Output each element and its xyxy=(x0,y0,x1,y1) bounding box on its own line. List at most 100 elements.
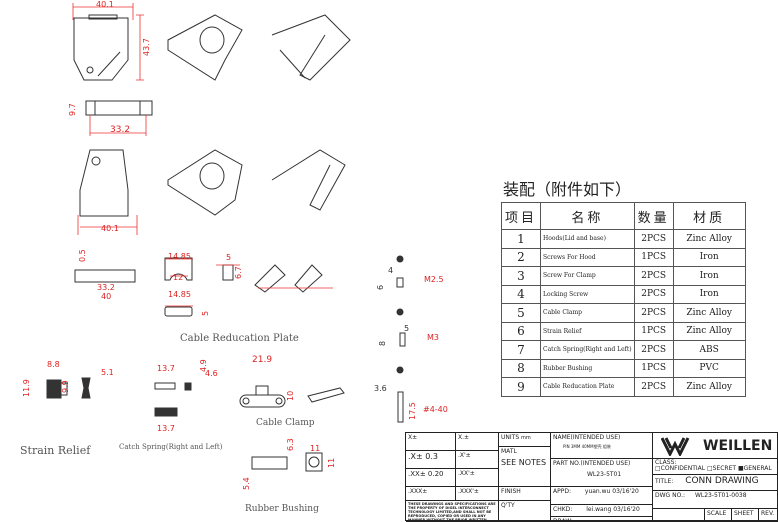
dim-bush-63: 6.3 xyxy=(286,438,295,451)
dim-side-05: 0.5 xyxy=(78,249,87,262)
caption-rubber-bushing: Rubber Bushing xyxy=(245,504,319,514)
tol-xx-prime: .XX'± xyxy=(456,469,499,487)
chkd-value: lei.wang 03/16'20 xyxy=(586,506,640,513)
dim-side-40: 40 xyxy=(101,292,112,301)
name-cell: NAME(INTENDED USE)PIN 3MM 40MM塑壳 组装 xyxy=(551,433,653,459)
bom-item-material: Zinc Alloy xyxy=(672,303,746,323)
bom-header-material: 材质 xyxy=(672,202,746,230)
bom-header-name: 名称 xyxy=(540,202,635,230)
dwg-label: DWG NO.: xyxy=(655,492,686,499)
scale-label: SCALE xyxy=(705,509,732,522)
dim-hood-height: 43.7 xyxy=(142,38,151,56)
tol-x1-prime: .X'± xyxy=(456,451,499,469)
projection-symbol-icon xyxy=(653,509,705,522)
hood-iso-view-2 xyxy=(271,14,351,81)
matl-cell: MATL SEE NOTES xyxy=(499,447,551,487)
sheet-label: SHEET xyxy=(732,509,759,522)
tol-x: X± xyxy=(406,433,456,451)
finish-label: FINISH xyxy=(499,487,551,501)
title-label: TITLE: xyxy=(655,478,674,485)
bom-item-no: 1 xyxy=(501,229,541,249)
reduction-plate-front xyxy=(164,257,193,281)
screw-4-40 xyxy=(396,366,404,423)
bom-header-item: 项目 xyxy=(501,202,541,230)
draw-label: DRAW: xyxy=(551,517,653,522)
bom-item-material: Iron xyxy=(672,266,746,286)
bom-item-qty: 2PCS xyxy=(633,229,674,249)
partno-label: PART NO.(INTENDED USE) xyxy=(553,460,631,467)
rev-label: REV. xyxy=(759,509,778,522)
bom-header-row: 项目 名称 数量 材质 xyxy=(501,202,746,230)
dim-screw-5: 5 xyxy=(404,324,410,333)
class-label: CLASS: xyxy=(655,459,677,466)
strain-relief-views xyxy=(46,377,91,399)
bom-item-no: 6 xyxy=(501,321,541,341)
dim-cs-137b: 13.7 xyxy=(157,424,175,433)
bom-item-no: 8 xyxy=(501,358,541,378)
hood-iso-view-1 xyxy=(167,14,243,81)
reduction-plate-side xyxy=(222,264,234,281)
bom-item-no: 9 xyxy=(501,377,541,397)
partno-value: WL23-5T01 xyxy=(587,471,622,478)
qty-label: Q'TY xyxy=(499,501,551,522)
dim-bush-11: 11 xyxy=(310,444,321,453)
dim-screw-175: 17.5 xyxy=(408,402,417,420)
dim-screw-440: #4-40 xyxy=(423,405,448,414)
dim-bush-11b: 11 xyxy=(327,457,336,468)
bom-item-material: ABS xyxy=(672,340,746,360)
dim-bush-54: 5.4 xyxy=(242,477,251,490)
dim-cs-137: 13.7 xyxy=(157,364,175,373)
matl-label: MATL xyxy=(501,448,517,455)
dim-sr-88: 8.8 xyxy=(47,360,60,369)
bom-item-name: Cable Clamp xyxy=(540,303,635,323)
hood-base-iso-view-1 xyxy=(167,149,243,216)
dim-plate-5: 5 xyxy=(226,253,232,262)
dwg-cell: DWG NO.: WL23-5T01-0038 xyxy=(653,491,778,509)
bom-item-qty: 2PCS xyxy=(633,303,674,323)
class-cell: CLASS:□CONFIDENTIAL □SECRET ■GENERAL xyxy=(653,459,778,475)
reduction-plate-top xyxy=(164,306,193,317)
dim-screw-6: 6 xyxy=(376,284,385,290)
bom-item-name: Rubber Bushing xyxy=(540,358,635,378)
chkd-cell: CHKD: lei.wang 03/16'20 xyxy=(551,505,653,517)
bom-item-no: 7 xyxy=(501,340,541,360)
dwg-value: WL23-5T01-0038 xyxy=(694,492,747,499)
units-label: UNITS xyxy=(501,434,520,441)
bom-item-name: Screws For Hood xyxy=(540,247,635,267)
dim-sr-99: 9.9 xyxy=(61,380,70,393)
dim-base-width: 40.1 xyxy=(101,224,119,233)
screw-m3 xyxy=(396,308,406,347)
dim-screw-m25: M2.5 xyxy=(424,275,444,284)
bom-item-no: 4 xyxy=(501,284,541,304)
bom-item-name: Hoods(Lid and base) xyxy=(540,229,635,249)
dim-plate-5b: 5 xyxy=(201,310,210,316)
dim-plate-67: 6.7 xyxy=(234,266,243,279)
bom-item-qty: 1PCS xyxy=(633,358,674,378)
caption-catch-spring: Catch Spring(Right and Left) xyxy=(119,443,223,451)
bom-item-no: 3 xyxy=(501,266,541,286)
appd-label: APPD: xyxy=(553,488,571,495)
bom-item-qty: 1PCS xyxy=(633,247,674,267)
matl-value: SEE NOTES xyxy=(501,458,547,467)
dim-hood-pitch: 33.2 xyxy=(110,125,131,135)
dim-plate-1485b: 14.85 xyxy=(168,290,191,299)
title-cell: TITLE: CONN DRAWING xyxy=(653,475,778,491)
bom-item-material: PVC xyxy=(672,358,746,378)
hood-front-view xyxy=(73,14,129,81)
hood-base-front-view xyxy=(79,149,129,217)
proprietary-note: THESE DRAWINGS AND SPECIFICATIONS ARE TH… xyxy=(406,501,499,522)
bom-title: 装配（附件如下） xyxy=(503,180,632,199)
bom-item-name: Locking Screw xyxy=(540,284,635,304)
dim-hood-width: 40.1 xyxy=(96,0,114,9)
bom-item-no: 5 xyxy=(501,303,541,323)
hood-base-iso-view-2 xyxy=(271,149,346,211)
weillen-logo-icon xyxy=(661,437,690,456)
name-value: PIN 3MM 40MM塑壳 组装 xyxy=(563,444,611,449)
